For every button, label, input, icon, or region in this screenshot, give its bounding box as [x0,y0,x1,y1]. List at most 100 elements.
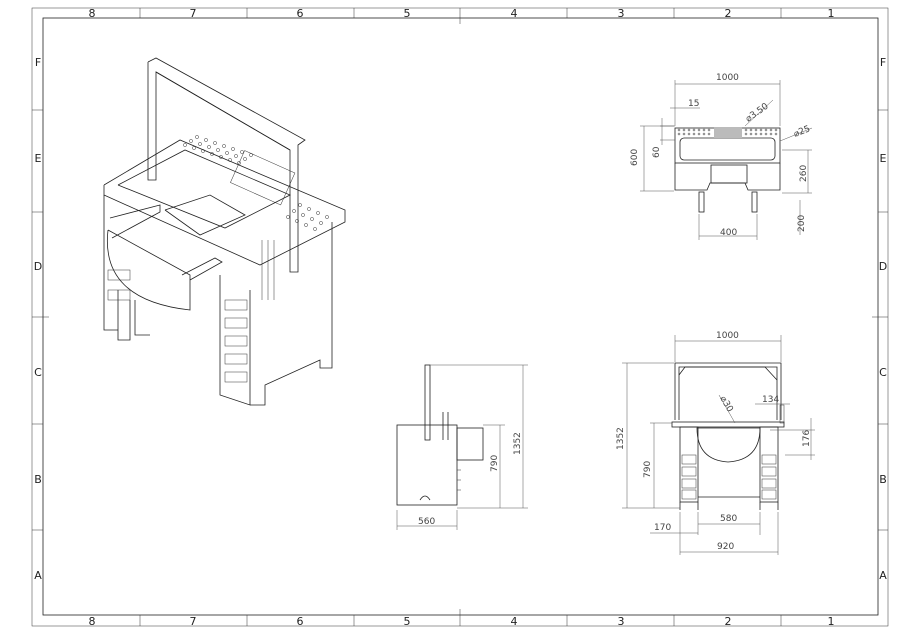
perforation-hole [219,155,223,159]
col-label: 3 [618,615,625,628]
col-label: 6 [297,615,304,628]
perforation-hole [697,128,701,132]
perforation-hole [754,128,758,132]
inner-frame [42,17,879,616]
perforation-hole [313,227,317,231]
perforation-hole [744,128,748,132]
perforation-hole [749,128,753,132]
perforation-hole [195,135,199,139]
perforation-hole [192,146,196,150]
perforation-hole [316,211,320,215]
perforation-hole [304,223,308,227]
label-plate-blur [714,127,742,138]
perforation-hole [228,158,232,162]
row-label: A [879,569,887,582]
perforation-hole [707,132,711,136]
row-label: C [879,366,887,379]
row-label: E [35,152,42,165]
perforation-hole [225,151,229,155]
dim-width: 1000 [716,73,739,83]
dim-height-a: 260 [799,165,809,182]
col-label: 1 [828,7,835,20]
dim-margin: 170 [654,523,671,533]
perforation-hole [677,132,681,136]
perforation-hole [189,139,193,143]
dim-depth: 560 [418,517,435,527]
perforation-hole [222,144,226,148]
row-label: F [880,56,886,69]
dim-total-height: 1352 [616,427,626,450]
perforation-hole [204,138,208,142]
col-label: 4 [511,615,518,628]
zone-ticks [32,8,888,626]
dim-hole-small: ⌀3.50 [744,102,771,125]
perforation-hole [697,132,701,136]
perforation-hole [198,142,202,146]
perforation-hole [243,157,247,161]
dim-drawer: 176 [802,430,812,447]
dim-table-height: 790 [643,461,653,478]
perforation-hole [210,152,214,156]
perforation-hole [240,150,244,154]
dim-inner: 580 [720,514,737,524]
perforation-hole [207,145,211,149]
col-label: 5 [404,615,411,628]
dim-depth: 600 [630,149,640,166]
perforation-hole [183,143,187,147]
col-label: 2 [725,7,732,20]
dim-width: 1000 [716,331,739,341]
perforation-hole [298,203,302,207]
perforation-hole [749,132,753,136]
perforation-hole [759,132,763,136]
perforation-hole [769,128,773,132]
perforation-hole [295,219,299,223]
col-label: 1 [828,615,835,628]
col-label: 7 [190,615,197,628]
perforation-hole [213,141,217,145]
perforation-hole [754,132,758,136]
isometric-view [103,57,346,406]
perforation-hole [677,128,681,132]
col-label: 7 [190,7,197,20]
col-label: 3 [618,7,625,20]
col-label: 4 [511,7,518,20]
row-label: B [879,473,887,486]
dim-hole-large: ⌀25 [792,124,811,140]
row-label: F [35,56,41,69]
row-label: D [34,260,42,273]
row-label: B [34,473,42,486]
dim-offset: 15 [688,99,699,109]
row-label: A [34,569,42,582]
front-view: 1000 1352 790 ⌀30 134 176 580 170 920 [616,331,815,555]
dim-edge: 60 [652,146,662,158]
perforation-hole [702,128,706,132]
perforation-hole [764,132,768,136]
perforation-hole [216,148,220,152]
perforation-hole [764,128,768,132]
perforation-hole [310,217,314,221]
col-label: 8 [89,7,96,20]
perforation-hole [307,207,311,211]
dim-leg-span: 400 [720,228,737,238]
perforation-hole [692,128,696,132]
perforation-hole [707,128,711,132]
perforation-hole [769,132,773,136]
outer-frame [31,7,889,627]
perforation-hole [682,128,686,132]
perforation-hole [682,132,686,136]
col-label: 8 [89,615,96,628]
dim-table-height: 790 [490,455,500,472]
perforation-hole [774,128,778,132]
row-label: D [879,260,887,273]
dim-height-b: 200 [797,215,807,232]
perforation-hole [301,213,305,217]
perforation-hole [744,132,748,136]
top-view: 1000 15 ⌀3.50 ⌀25 600 60 260 200 400 [630,73,813,240]
perforation-hole [249,153,253,157]
perforation-hole [319,221,323,225]
perforation-hole [237,161,241,165]
dim-arc: ⌀30 [717,395,734,415]
perforation-hole [231,147,235,151]
perforation-hole [759,128,763,132]
